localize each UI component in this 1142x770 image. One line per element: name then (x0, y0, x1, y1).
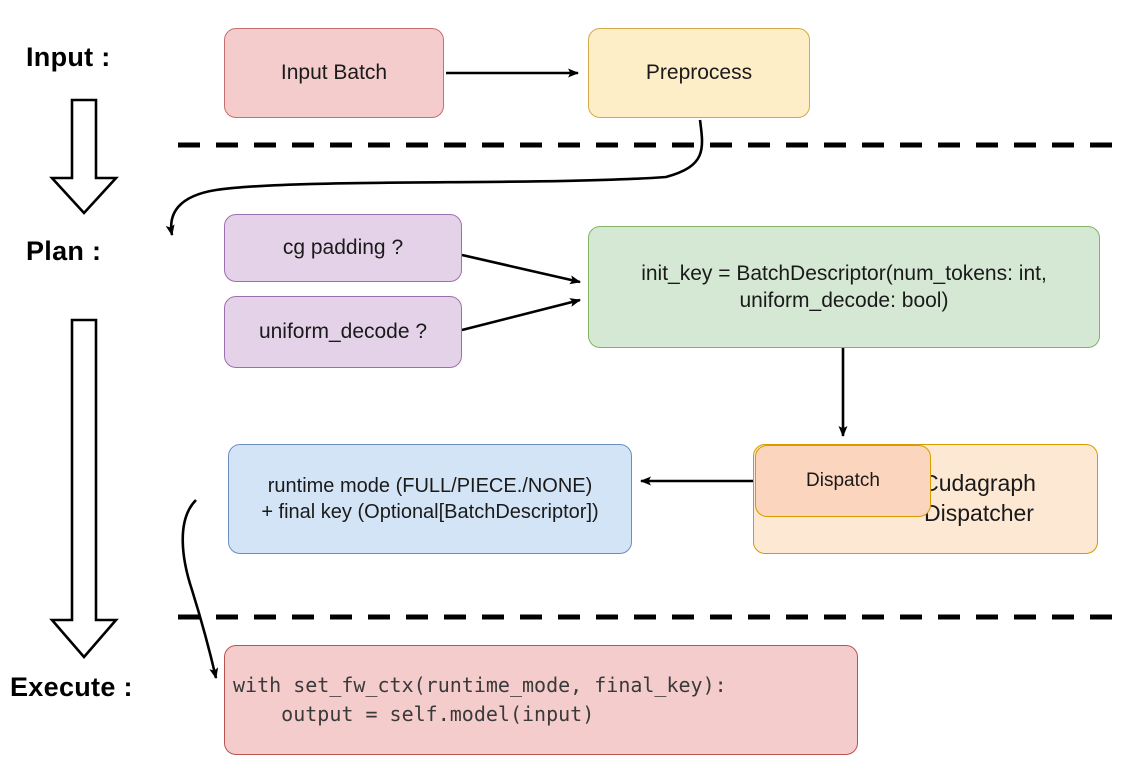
node-runtime-mode-label: runtime mode (FULL/PIECE./NONE) + final … (261, 475, 599, 523)
node-input-batch[interactable]: Input Batch (224, 28, 444, 118)
input-to-plan-block-arrow (49, 98, 119, 215)
stage-label-plan: Plan : (26, 236, 102, 266)
edge-runtime-mode-to-code-block (181, 499, 219, 679)
node-cg-padding-label: cg padding ? (282, 236, 404, 260)
node-init-key[interactable]: init_key = BatchDescriptor(num_tokens: i… (588, 226, 1100, 348)
node-preprocess[interactable]: Preprocess (588, 28, 810, 118)
node-cudagraph-dispatcher-label: Cudagraph Dispatcher (922, 470, 1036, 526)
node-dispatch[interactable]: Dispatch (755, 445, 931, 517)
node-runtime-mode[interactable]: runtime mode (FULL/PIECE./NONE) + final … (228, 444, 632, 554)
node-uniform-decode-label: uniform_decode ? (258, 320, 428, 344)
node-input-batch-label: Input Batch (280, 61, 388, 85)
node-cg-padding[interactable]: cg padding ? (224, 214, 462, 282)
plan-to-execute-block-arrow (49, 318, 119, 659)
node-code-block[interactable]: with set_fw_ctx(runtime_mode, final_key)… (224, 645, 858, 755)
stage-label-execute: Execute : (10, 672, 133, 702)
edge-uniform-decode-to-init-key (461, 298, 581, 332)
node-uniform-decode[interactable]: uniform_decode ? (224, 296, 462, 368)
edge-cg-padding-to-init-key (461, 253, 581, 285)
node-code-block-text: with set_fw_ctx(runtime_mode, final_key)… (233, 673, 727, 726)
stage-label-input: Input : (26, 42, 111, 72)
node-dispatch-label: Dispatch (806, 469, 880, 491)
node-preprocess-label: Preprocess (645, 61, 753, 85)
node-init-key-label: init_key = BatchDescriptor(num_tokens: i… (641, 261, 1047, 312)
